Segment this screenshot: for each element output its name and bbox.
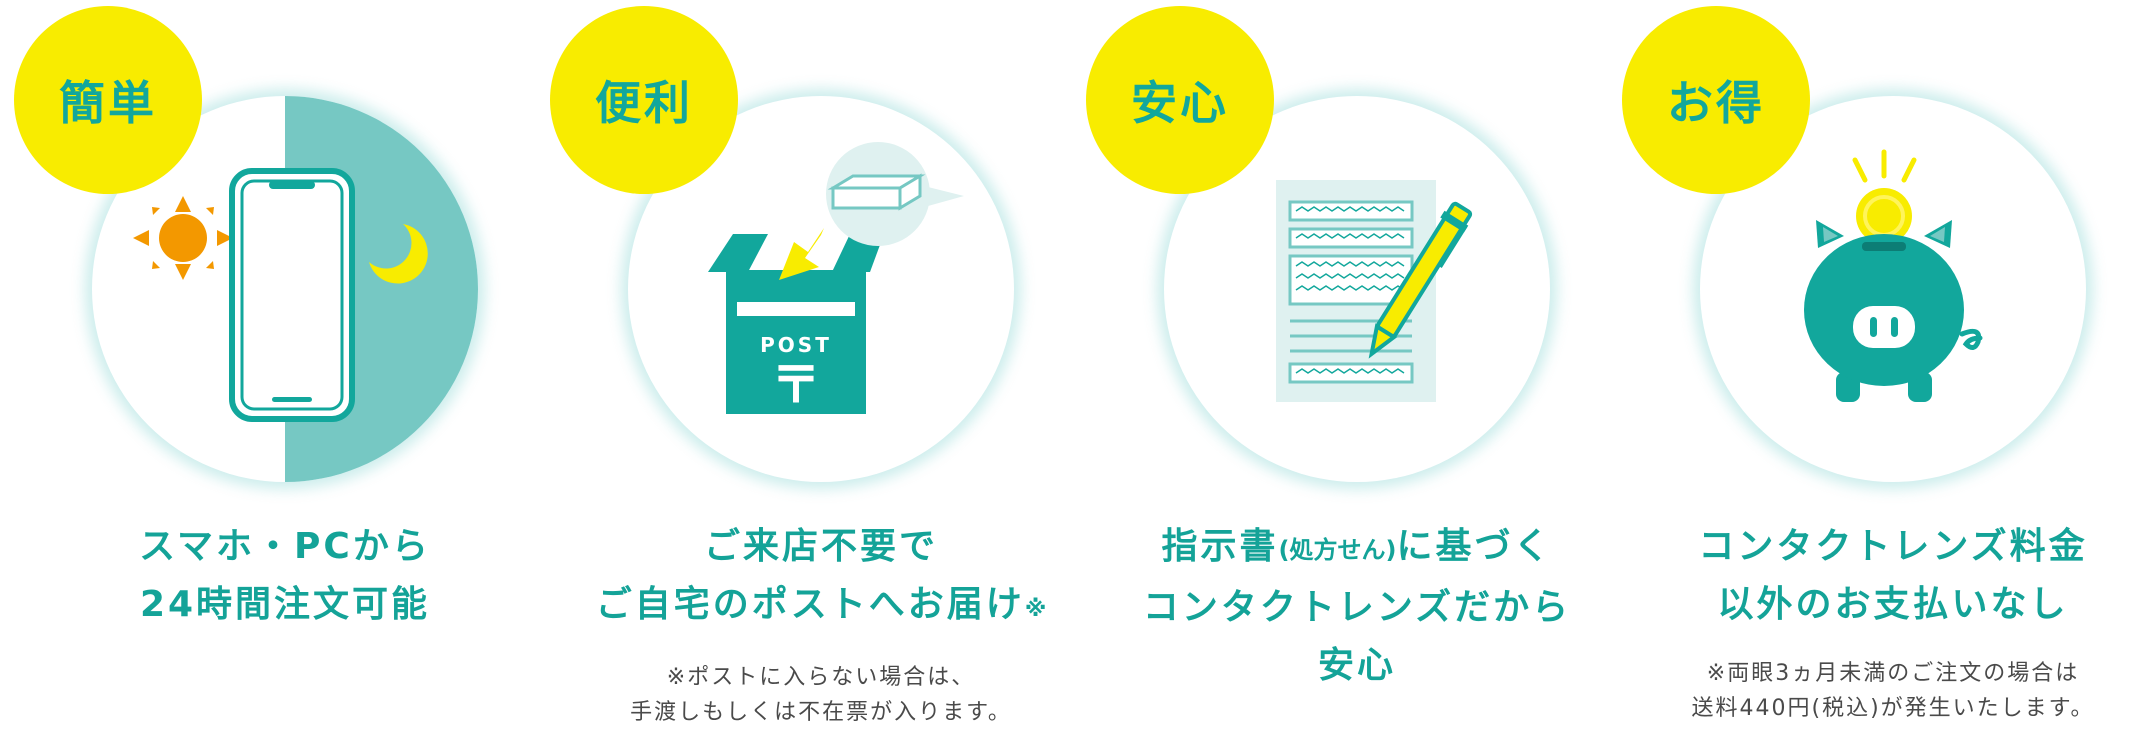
- feature-card-convenient: 便利 POST 〒: [536, 0, 1046, 753]
- asterisk-mark: ※: [1024, 597, 1047, 622]
- moon-icon: [369, 224, 428, 284]
- badge-label: 簡単: [59, 76, 157, 130]
- title-text: 指示書: [1161, 526, 1279, 567]
- smartphone-icon: [229, 168, 355, 422]
- note-line: 送料440円(税込)が発生いたします。: [1691, 696, 2095, 721]
- pen-icon: [1368, 201, 1473, 359]
- feature-title: ご来店不要で ご自宅のポストへお届け※: [536, 518, 1106, 639]
- feature-title: コンタクトレンズ料金 以外のお支払いなし: [1608, 518, 2136, 634]
- note-line: 手渡しもしくは不在票が入ります。: [630, 700, 1012, 725]
- badge-convenient: 便利: [550, 6, 738, 194]
- note-line: ※両眼3ヵ月未満のご注文の場合は: [1706, 661, 2080, 686]
- badge-value: お得: [1622, 6, 1810, 194]
- illustration-easy: [133, 96, 478, 482]
- postal-mark: 〒: [771, 356, 821, 414]
- badge-label: 便利: [595, 76, 693, 130]
- badge-secure: 安心: [1086, 6, 1274, 194]
- title-line: ご自宅のポストへお届け※: [536, 576, 1106, 639]
- feature-card-secure: 安心: [1072, 0, 1572, 753]
- feature-title: 指示書(処方せん)に基づく コンタクトレンズだから 安心: [1072, 518, 1642, 695]
- badge-label: お得: [1667, 76, 1765, 130]
- feature-note: ※ポストに入らない場合は、 手渡しもしくは不在票が入ります。: [536, 660, 1106, 730]
- illustration-convenient: POST 〒: [708, 142, 964, 414]
- coin-icon: [1852, 149, 1917, 244]
- arrow-icon: [779, 228, 824, 280]
- note-line: ※ポストに入らない場合は、: [666, 665, 976, 690]
- illustration-value: [1804, 149, 1983, 402]
- title-small-text: (処方せん): [1278, 536, 1397, 564]
- package-icon: [827, 173, 926, 211]
- mailbox-label: POST: [760, 333, 832, 357]
- title-text: ご自宅のポストへお届け: [595, 584, 1025, 625]
- package-bubble: [826, 142, 964, 246]
- document-icon: [1276, 180, 1436, 402]
- feature-title: スマホ・PCから 24時間注文可能: [0, 518, 570, 634]
- illustration-secure: [1276, 180, 1473, 402]
- title-line: 以外のお支払いなし: [1717, 584, 2069, 625]
- badge-label: 安心: [1131, 76, 1229, 130]
- title-line: コンタクトレンズ料金: [1698, 526, 2088, 567]
- feature-card-easy: 簡単 スマホ・PCから: [0, 0, 500, 753]
- title-line: ご来店不要で: [703, 526, 938, 567]
- feature-card-value: お得: [1608, 0, 2108, 753]
- illustration-circle: POST 〒: [628, 96, 1014, 482]
- badge-easy: 簡単: [14, 6, 202, 194]
- title-line: 安心: [1317, 645, 1396, 686]
- title-line: コンタクトレンズだから: [1142, 587, 1572, 628]
- title-line: 24時間注文可能: [139, 584, 431, 625]
- piggy-bank-icon: [1804, 220, 1983, 402]
- feature-note: ※両眼3ヵ月未満のご注文の場合は 送料440円(税込)が発生いたします。: [1608, 656, 2136, 726]
- illustration-circle: [92, 96, 478, 482]
- title-line: スマホ・PCから: [139, 526, 431, 567]
- sun-icon: [133, 196, 233, 280]
- title-text: に基づく: [1396, 526, 1553, 567]
- title-line: 指示書(処方せん)に基づく: [1072, 518, 1642, 579]
